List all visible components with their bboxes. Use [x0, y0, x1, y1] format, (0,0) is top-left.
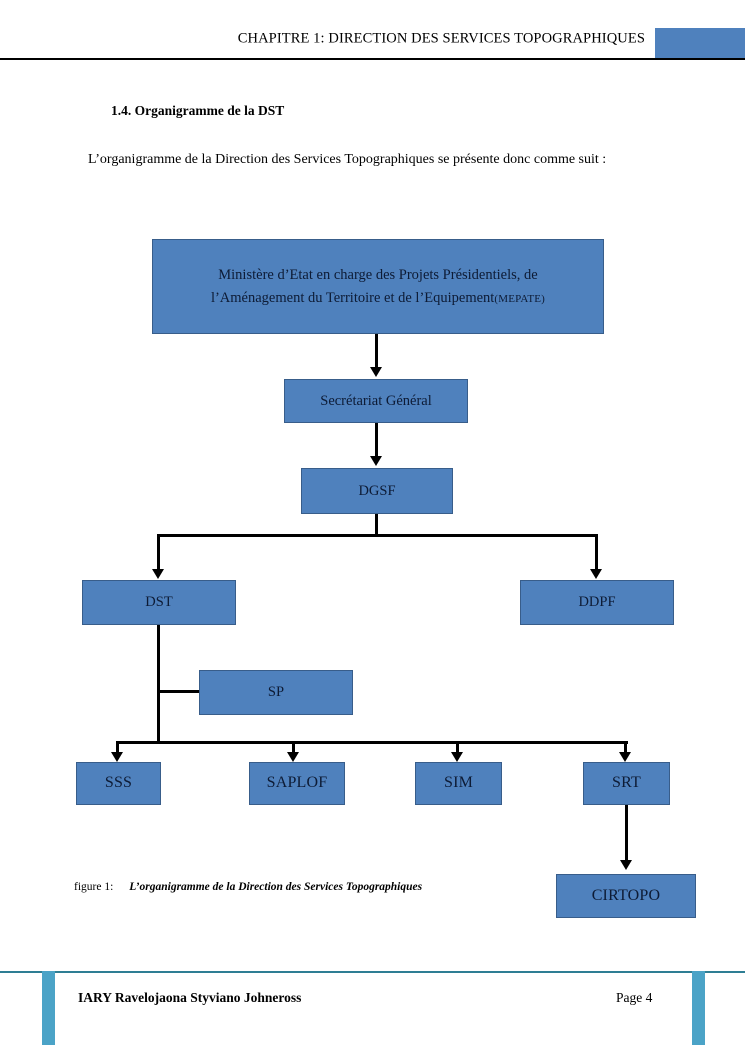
arrowhead-sg-dgsf — [370, 456, 382, 466]
org-node-sss-label: SSS — [104, 774, 133, 792]
edge-dst-trunk — [157, 625, 160, 744]
edge-dst-sp — [157, 690, 201, 693]
page-header: CHAPITRE 1: DIRECTION DES SERVICES TOPOG… — [0, 0, 745, 60]
edge-services-bus — [117, 741, 628, 744]
edge-drop-saplof — [292, 741, 295, 758]
intro-paragraph: L’organigramme de la Direction des Servi… — [88, 152, 607, 167]
edge-drop-srt — [624, 741, 627, 758]
org-node-secretariat-general: Secrétariat Général — [284, 379, 468, 423]
footer-author: IARY Ravelojaona Styviano Johneross — [78, 990, 302, 1005]
header-chapter-title: CHAPITRE 1: DIRECTION DES SERVICES TOPOG… — [237, 30, 645, 47]
org-node-saplof: SAPLOF — [249, 762, 345, 805]
figure-caption-label: figure 1: — [74, 881, 114, 893]
org-node-sim-label: SIM — [443, 774, 474, 792]
arrowhead-sss — [111, 752, 123, 762]
arrowhead-srt — [619, 752, 631, 762]
figure-caption: figure 1: L’organigramme de la Direction … — [74, 881, 422, 893]
org-node-saplof-label: SAPLOF — [266, 774, 328, 792]
org-node-mepate-line1: Ministère d’Etat en charge des Projets P… — [218, 267, 538, 284]
edge-drop-sim — [456, 741, 459, 758]
edge-mepate-sg — [375, 334, 378, 368]
arrowhead-cirtopo — [620, 860, 632, 870]
org-node-mepate-line2: l’Aménagement du Territoire et de l’Equi… — [211, 287, 545, 309]
footer-accent-bar-right — [692, 971, 705, 1045]
footer-divider-line — [0, 971, 745, 973]
figure-caption-text: L’organigramme de la Direction des Servi… — [129, 881, 423, 893]
edge-dgsf-stem — [375, 514, 378, 537]
org-node-dgsf: DGSF — [301, 468, 453, 514]
org-node-mepate: Ministère d’Etat en charge des Projets P… — [152, 239, 604, 334]
section-heading: 1.4. Organigramme de la DST — [111, 103, 285, 118]
header-divider-line — [0, 58, 745, 60]
arrowhead-saplof — [287, 752, 299, 762]
arrowhead-dgsf-dst — [152, 569, 164, 579]
footer-page-number: Page 4 — [616, 990, 653, 1005]
org-node-sim: SIM — [415, 762, 502, 805]
edge-srt-cirtopo — [625, 805, 628, 861]
org-node-dst: DST — [82, 580, 236, 625]
header-accent-block — [655, 28, 745, 58]
org-node-cirtopo-label: CIRTOPO — [591, 886, 661, 904]
edge-dgsf-ddpf-drop — [595, 534, 598, 574]
arrowhead-dgsf-ddpf — [590, 569, 602, 579]
org-node-mepate-line2-text: l’Aménagement du Territoire et de l’Equi… — [210, 289, 495, 306]
arrowhead-mepate-sg — [370, 367, 382, 377]
org-node-sss: SSS — [76, 762, 161, 805]
org-node-cirtopo: CIRTOPO — [556, 874, 696, 918]
org-node-sp: SP — [199, 670, 353, 715]
org-node-mepate-acronym: (MEPATE) — [494, 292, 546, 305]
edge-drop-sss — [116, 741, 119, 758]
edge-sg-dgsf — [375, 423, 378, 460]
org-node-srt-label: SRT — [612, 774, 641, 792]
org-node-ddpf: DDPF — [520, 580, 674, 625]
edge-dgsf-dst-drop — [157, 534, 160, 574]
footer-accent-bar-left — [42, 971, 55, 1045]
edge-dgsf-bus — [157, 534, 598, 537]
arrowhead-sim — [451, 752, 463, 762]
org-node-srt: SRT — [583, 762, 670, 805]
